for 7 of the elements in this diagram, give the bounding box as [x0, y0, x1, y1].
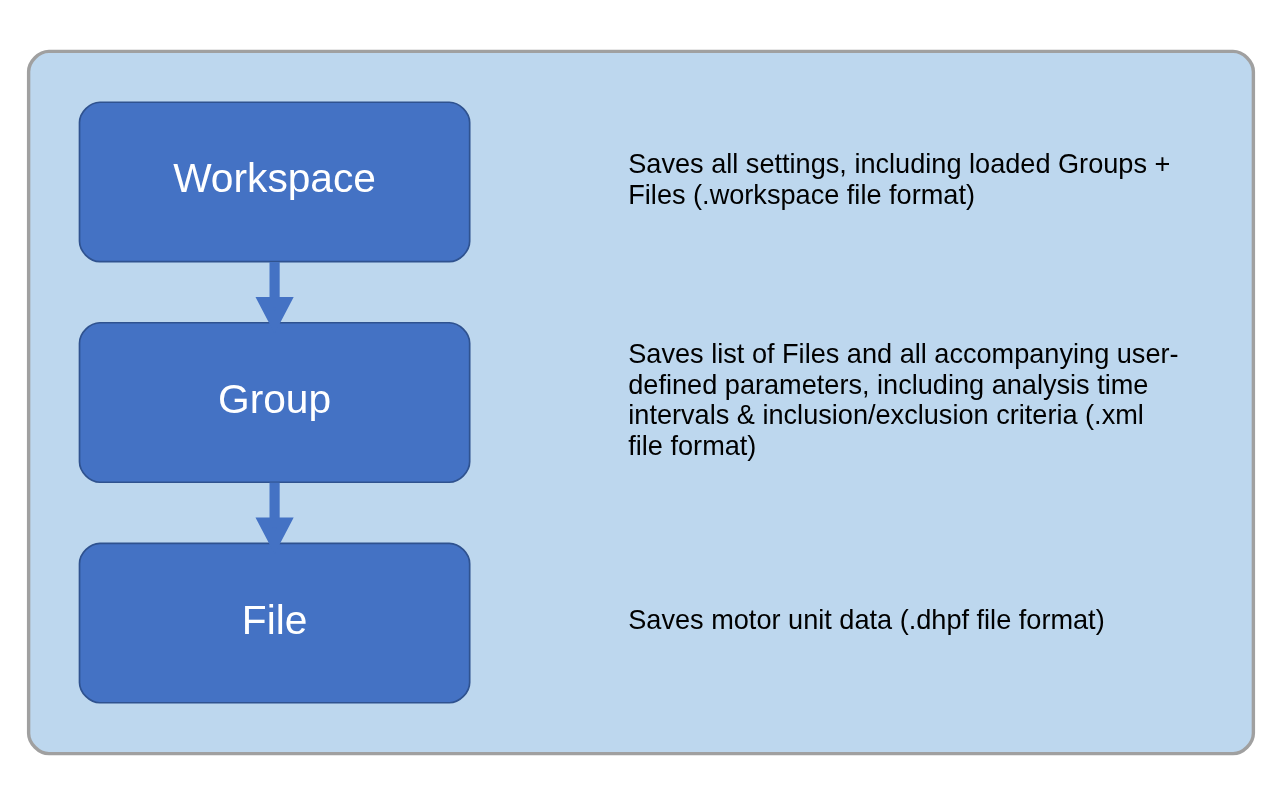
label: Saves all settings, including loaded Groups + Files (.workspace file format)	[628, 147, 1171, 210]
label: Saves motor unit data (.dhpf file format)	[628, 603, 1105, 635]
node-box: File	[78, 541, 471, 704]
cluster	[26, 49, 1256, 755]
node-box: Group	[78, 321, 471, 483]
label: Saves list of Files and all accompanying user-defined parameters, including analysis time intervals & inclusion/exclusion criteria (.xml file format)	[628, 337, 1179, 461]
node-box: Workspace	[78, 100, 471, 263]
